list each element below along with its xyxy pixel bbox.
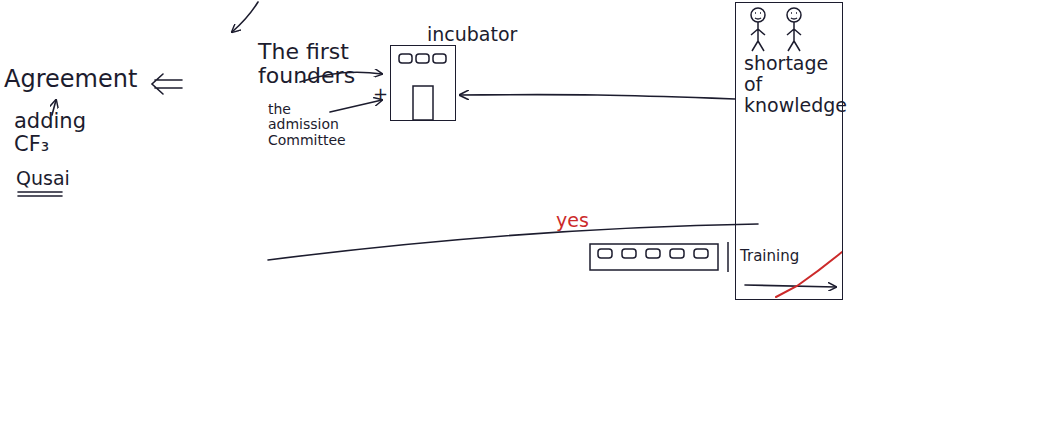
window [399,54,412,63]
node-text: incubator [427,24,537,45]
window [694,249,708,258]
window [433,54,446,63]
node-outline [391,46,455,120]
double-arrow [152,74,182,94]
founders-note: The first founders [258,40,373,88]
window [598,249,612,258]
node-text: Training [740,248,800,265]
yes-note: yes [556,210,606,231]
stick-figure [751,8,765,51]
committee-note: the admission Committee [268,102,353,148]
plus-sign: + [373,84,393,104]
adding-note: adding CF₃ [14,110,89,156]
training-block: Training [588,242,788,282]
building-row [590,244,718,270]
window [416,54,429,63]
pointer-arrow [232,2,258,32]
agreement-note: Agreement [4,66,154,92]
name-note: Qusai [16,168,86,189]
node-text: shortage of knowledge [744,53,840,116]
divider-curve [268,224,758,260]
connector-arrow [460,95,735,99]
window [622,249,636,258]
door [413,86,433,120]
window [646,249,660,258]
stick-figure [787,8,801,51]
separator [727,242,729,272]
page-arrow [745,285,836,287]
double-underline [18,192,62,196]
window [670,249,684,258]
incubator-building: incubator [390,45,456,121]
